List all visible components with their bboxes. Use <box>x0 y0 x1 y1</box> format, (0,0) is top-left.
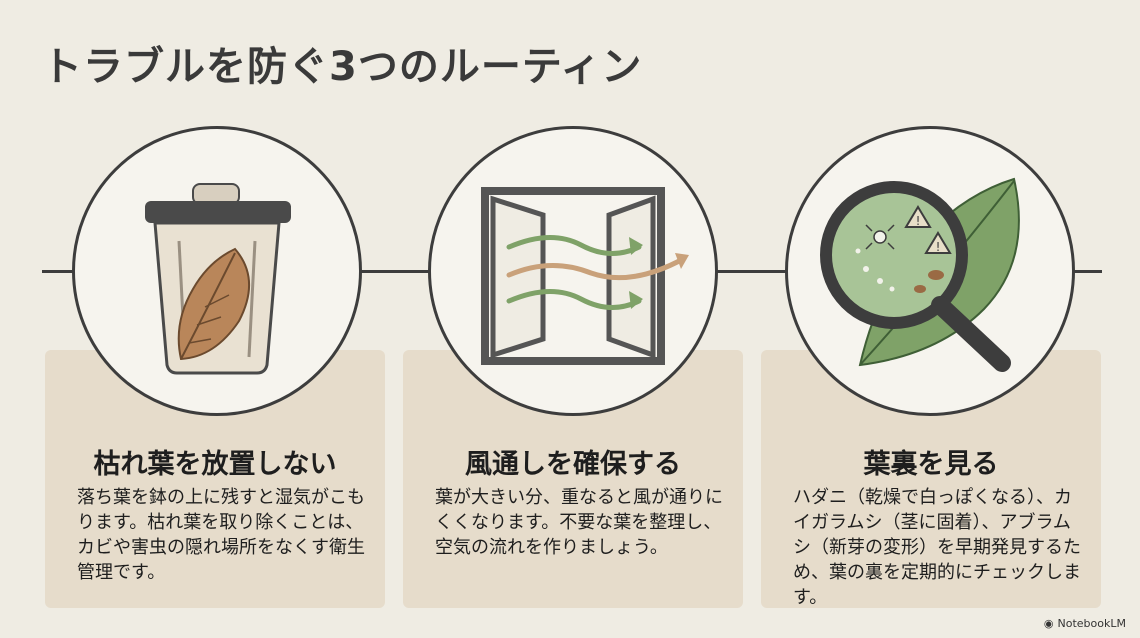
notebooklm-logo-icon: ◉ <box>1043 617 1054 630</box>
card-description: 落ち葉を鉢の上に残すと湿気がこもります。枯れ葉を取り除くことは、カビや害虫の隠れ… <box>77 487 365 583</box>
card-description: ハダニ（乾燥で白っぽくなる）、カイガラムシ（茎に固着）、アブラムシ（新芽の変形）… <box>793 487 1081 608</box>
svg-text:!: ! <box>916 214 921 228</box>
brand-name: NotebookLM <box>1057 617 1126 630</box>
brand-watermark: ◉ NotebookLM <box>1044 617 1126 630</box>
card-title: 枯れ葉を放置しない <box>93 449 337 480</box>
card-title: 風通しを確保する <box>465 449 681 480</box>
routine-card-ventilation: 風通しを確保する 葉が大きい分、重なると風が通りにくくなります。不要な葉を整理し… <box>403 350 743 608</box>
card-title: 葉裏を見る <box>863 449 999 480</box>
trash-can-with-leaf-icon <box>72 126 362 416</box>
open-window-airflow-icon <box>428 126 718 416</box>
svg-text:!: ! <box>936 240 941 254</box>
magnifier-leaf-pests-icon: ! ! <box>785 126 1075 416</box>
routine-card-dead-leaves: 枯れ葉を放置しない 落ち葉を鉢の上に残すと湿気がこもります。枯れ葉を取り除くこと… <box>45 350 385 608</box>
page-title: トラブルを防ぐ3つのルーティン <box>42 44 643 90</box>
card-description: 葉が大きい分、重なると風が通りにくくなります。不要な葉を整理し、空気の流れを作り… <box>435 487 723 558</box>
